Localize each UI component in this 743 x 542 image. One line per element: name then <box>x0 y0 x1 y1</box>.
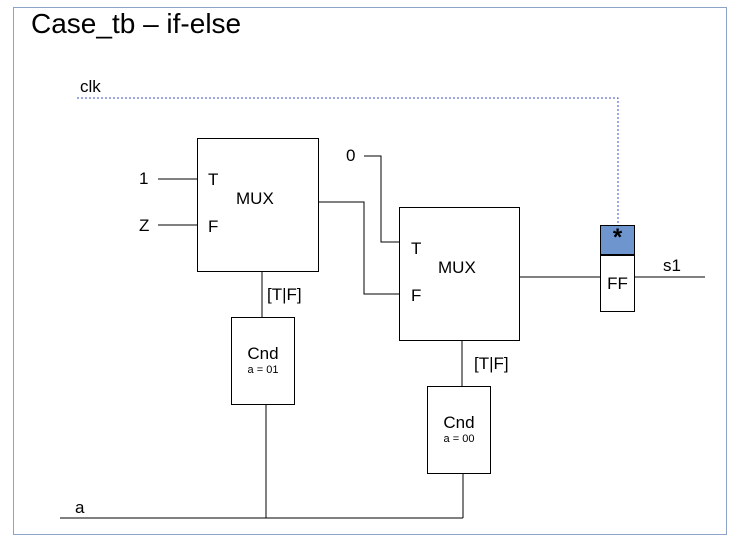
mux1-select-label: [T|F] <box>267 285 302 304</box>
mux2-block: T F MUX <box>399 207 520 341</box>
mux2-label: MUX <box>438 258 476 277</box>
cnd1-condition: a = 01 <box>247 364 279 376</box>
ff-clock-marker: * <box>612 224 623 251</box>
cnd2-label: Cnd <box>443 413 475 432</box>
cnd2-condition: a = 00 <box>443 433 475 445</box>
const-0-wire <box>364 155 399 243</box>
diagram-title: Case_tb – if-else <box>31 8 242 39</box>
ff-block: FF <box>600 255 635 312</box>
cnd1-label: Cnd <box>247 344 279 363</box>
const-0-label: 0 <box>346 146 356 165</box>
clk-label: clk <box>80 77 101 96</box>
mux1-true-pin: T <box>208 170 219 189</box>
ff-clock-input: * <box>600 225 635 255</box>
mux2-select-label: [T|F] <box>474 354 509 373</box>
const-z-label: Z <box>139 216 150 235</box>
mux1-block: T F MUX <box>197 138 319 272</box>
mux1-false-pin: F <box>208 217 219 236</box>
cnd1-block: Cnd a = 01 <box>231 317 295 405</box>
mux2-true-pin: T <box>411 239 422 258</box>
const-1-label: 1 <box>139 169 149 188</box>
cnd2-block: Cnd a = 00 <box>427 386 491 474</box>
mux1-label: MUX <box>236 189 274 208</box>
mux2-false-pin: F <box>411 286 422 305</box>
clk-wire <box>77 97 619 226</box>
a-label: a <box>75 498 85 517</box>
s1-label: s1 <box>663 256 681 275</box>
mux1-to-mux2-wire <box>318 201 399 295</box>
diagram-frame <box>13 7 727 535</box>
ff-label: FF <box>607 274 628 293</box>
